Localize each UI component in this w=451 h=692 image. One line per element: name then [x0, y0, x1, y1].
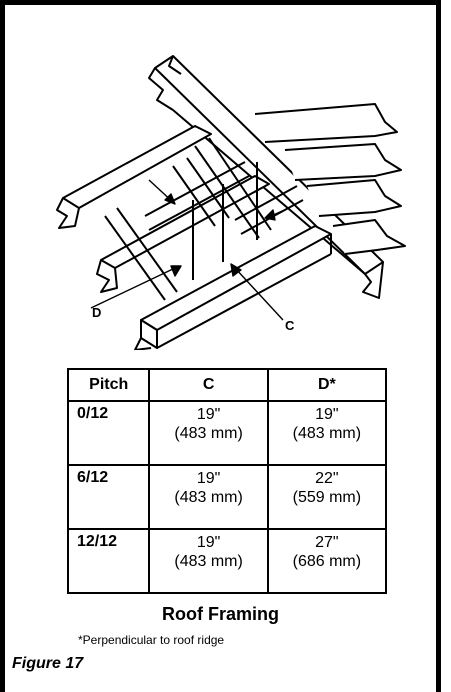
- d-cell: 22" (559 mm): [266, 464, 388, 530]
- c-inches: 19": [196, 470, 221, 487]
- pitch-cell: 12/12: [66, 528, 151, 594]
- table-header-row: Pitch C D*: [66, 368, 388, 402]
- table-row: 12/12 19" (483 mm) 27" (686 mm): [66, 528, 388, 594]
- d-inches: 19": [315, 406, 339, 423]
- pitch-cell: 6/12: [66, 464, 151, 530]
- d-cell: 19" (483 mm): [266, 400, 388, 466]
- d-millimeters: (483 mm): [292, 425, 362, 442]
- figure-label: Figure 17: [12, 655, 84, 672]
- c-millimeters: (483 mm): [174, 489, 243, 506]
- figure-frame: [0, 0, 441, 692]
- table-row: 0/12 19" (483 mm) 19" (483 mm): [66, 400, 388, 466]
- upper-plate: [56, 125, 212, 229]
- label-d: D: [92, 305, 102, 320]
- cross-framing: [104, 137, 304, 301]
- c-millimeters: (483 mm): [174, 425, 243, 442]
- header-d: D*: [266, 368, 388, 402]
- pitch-cell: 0/12: [66, 400, 151, 466]
- figure-title: Roof Framing: [162, 604, 279, 624]
- c-cell: 19" (483 mm): [148, 528, 269, 594]
- d-inches: 22": [315, 470, 339, 487]
- pitch-table: Pitch C D* 0/12 19" (483 mm) 19" (483 mm…: [66, 368, 388, 594]
- c-cell: 19" (483 mm): [148, 464, 269, 530]
- c-cell: 19" (483 mm): [148, 400, 269, 466]
- header-pitch: Pitch: [66, 368, 151, 402]
- label-c: C: [285, 318, 295, 333]
- c-millimeters: (483 mm): [174, 553, 243, 570]
- rafter-ends: [254, 103, 406, 255]
- d-cell: 27" (686 mm): [266, 528, 388, 594]
- table-row: 6/12 19" (483 mm) 22" (559 mm): [66, 464, 388, 530]
- dimension-arrows: [90, 179, 290, 321]
- roof-framing-drawing: [45, 30, 425, 351]
- d-millimeters: (559 mm): [292, 489, 362, 506]
- c-inches: 19": [196, 534, 221, 551]
- c-inches: 19": [196, 406, 221, 423]
- d-millimeters: (686 mm): [292, 553, 362, 570]
- d-inches: 27": [315, 534, 339, 551]
- lower-plate: [134, 225, 332, 351]
- header-c: C: [148, 368, 269, 402]
- footnote: *Perpendicular to roof ridge: [78, 633, 225, 647]
